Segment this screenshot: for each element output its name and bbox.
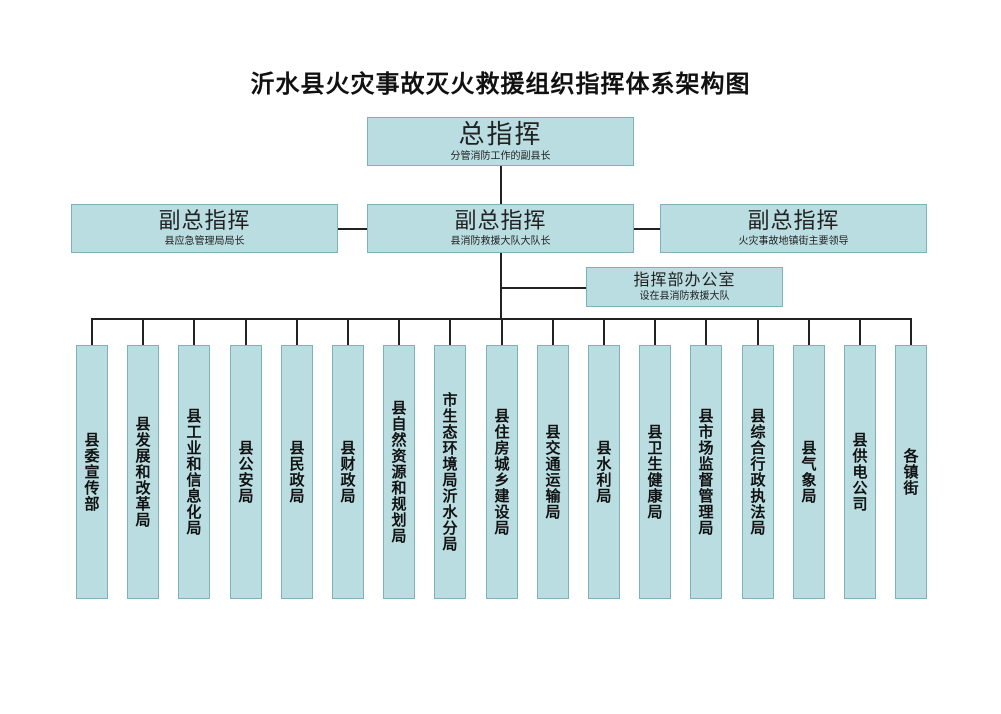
department-box: 县卫生健康局: [639, 345, 671, 599]
office-title: 指挥部办公室: [633, 270, 736, 289]
department-drop-line: [449, 318, 451, 345]
department-drop-line: [193, 318, 195, 345]
commander-subtitle: 分管消防工作的副县长: [450, 150, 551, 162]
department-label: 县交通运输局: [543, 424, 562, 520]
department-label: 县气象局: [799, 440, 818, 504]
deputy-title: 副总指挥: [454, 208, 547, 234]
department-drop-line: [91, 318, 93, 345]
department-drop-line: [501, 318, 503, 345]
department-label: 县委宣传部: [82, 432, 101, 512]
deputy-box-center: 副总指挥 县消防救援大队大队长: [367, 204, 634, 253]
department-label: 县市场监督管理局: [696, 408, 715, 536]
department-box: 县发展和改革局: [127, 345, 159, 599]
department-box: 县财政局: [332, 345, 364, 599]
commander-box: 总指挥 分管消防工作的副县长: [367, 117, 634, 166]
deputy-title: 副总指挥: [747, 208, 840, 234]
department-drop-line: [654, 318, 656, 345]
department-box: 市生态环境局沂水分局: [434, 345, 466, 599]
department-box: 县综合行政执法局: [742, 345, 774, 599]
department-drop-line: [347, 318, 349, 345]
department-label: 县工业和信息化局: [184, 408, 203, 536]
department-box: 县市场监督管理局: [690, 345, 722, 599]
department-box: 县水利局: [588, 345, 620, 599]
department-box: 县住房城乡建设局: [486, 345, 518, 599]
department-drop-line: [859, 318, 861, 345]
connector-deputy-to-bus: [500, 253, 502, 319]
department-drop-line: [552, 318, 554, 345]
connector-office: [500, 287, 586, 289]
deputy-subtitle: 火灾事故地镇街主要领导: [738, 235, 849, 247]
department-label: 市生态环境局沂水分局: [440, 392, 459, 552]
department-label: 县发展和改革局: [133, 416, 152, 528]
department-drop-line: [398, 318, 400, 345]
department-box: 县供电公司: [844, 345, 876, 599]
department-box: 县委宣传部: [76, 345, 108, 599]
department-label: 县民政局: [287, 440, 306, 504]
department-label: 县住房城乡建设局: [492, 408, 511, 536]
department-drop-line: [245, 318, 247, 345]
office-subtitle: 设在县消防救援大队: [639, 291, 730, 302]
department-box: 县自然资源和规划局: [383, 345, 415, 599]
connector-commander-to-deputy: [500, 166, 502, 204]
deputy-box-right: 副总指挥 火灾事故地镇街主要领导: [660, 204, 927, 253]
deputy-subtitle: 县消防救援大队大队长: [450, 235, 551, 247]
diagram-title: 沂水县火灾事故灭火救援组织指挥体系架构图: [250, 69, 751, 98]
department-box: 县交通运输局: [537, 345, 569, 599]
department-label: 各镇街: [901, 448, 920, 496]
department-label: 县公安局: [236, 440, 255, 504]
department-box: 县工业和信息化局: [178, 345, 210, 599]
department-drop-line: [142, 318, 144, 345]
department-label: 县自然资源和规划局: [389, 400, 408, 544]
department-drop-line: [757, 318, 759, 345]
department-drop-line: [910, 318, 912, 345]
deputy-title: 副总指挥: [158, 208, 251, 234]
connector-left-deputy: [338, 228, 367, 230]
department-label: 县水利局: [594, 440, 613, 504]
department-box: 各镇街: [895, 345, 927, 599]
department-label: 县综合行政执法局: [748, 408, 767, 536]
department-label: 县财政局: [338, 440, 357, 504]
deputy-subtitle: 县应急管理局局长: [164, 235, 245, 247]
connector-right-deputy: [634, 228, 660, 230]
department-drop-line: [603, 318, 605, 345]
commander-title: 总指挥: [458, 119, 543, 150]
office-box: 指挥部办公室 设在县消防救援大队: [586, 267, 783, 307]
department-drop-line: [808, 318, 810, 345]
department-label: 县卫生健康局: [645, 424, 664, 520]
deputy-box-left: 副总指挥 县应急管理局局长: [71, 204, 338, 253]
department-box: 县民政局: [281, 345, 313, 599]
department-drop-line: [705, 318, 707, 345]
department-box: 县公安局: [230, 345, 262, 599]
department-label: 县供电公司: [850, 432, 869, 512]
department-box: 县气象局: [793, 345, 825, 599]
department-drop-line: [296, 318, 298, 345]
